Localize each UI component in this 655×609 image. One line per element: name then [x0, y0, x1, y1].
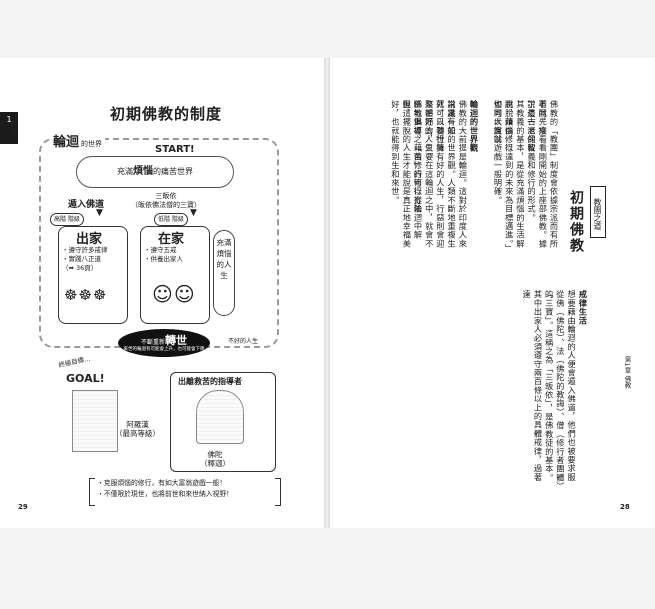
- chapter-tab: 1: [0, 112, 18, 144]
- down-arrow-icon: ▼: [96, 208, 103, 218]
- lay-box: [140, 226, 210, 324]
- arhat-illustration: [72, 390, 118, 452]
- lay-rule: ・遵守五戒: [144, 246, 177, 254]
- body-text-column: 輪迴的世界觀: [469, 100, 479, 153]
- body-text-column: 佛教倡導，藉由修行可以從輪迴中解脫，: [401, 100, 423, 240]
- monks-illustration: ☸☸☸: [64, 286, 108, 304]
- summary-box: ・克服煩惱的修行，有如大富翁遊戲一般！ ・不僅限於現世，也將前世和來世納入視野！: [89, 478, 281, 506]
- body-text-column: 佛教的大前提是輪迴。這對於印度人來說是有如: [446, 100, 468, 248]
- left-page-number: 29: [18, 503, 28, 511]
- samsara-label-main: 輪迴: [53, 135, 80, 150]
- low-rank-tag: 低階 階級: [154, 213, 188, 226]
- body-text-column: 「三寶」。這稱之為「三皈依」，是佛教徒的基本。: [544, 290, 555, 482]
- body-text-column: 如同大富翁遊戲一般明確。: [493, 100, 503, 205]
- three-refuge-line2: （皈依佛法僧的三寶）: [131, 201, 201, 209]
- buddha-sub: （釋迦）: [200, 459, 230, 468]
- cloud-text-bold: 煩惱: [133, 166, 153, 177]
- teacher-title: 出離救苦的指導者: [178, 377, 242, 386]
- suffering-cloud: 充滿煩惱的痛苦世界: [76, 156, 234, 188]
- three-refuge-label: 三皈依 （皈依佛法僧的三寶）: [131, 192, 201, 210]
- monastic-rule: （➡ 36頁）: [62, 264, 98, 272]
- monastic-rules: ・遵守許多戒律 ・實踐八正道 （➡ 36頁）: [62, 246, 108, 273]
- body-text-column: 了最古老的教義和修行的形式。: [526, 100, 537, 222]
- enter-path-label: 遁入佛道: [68, 200, 105, 210]
- monastic-rule: ・實踐八正道: [62, 255, 101, 263]
- body-text-column: 想要藉由輪迴的人便會遁入佛道，他們也被要求服: [566, 290, 577, 482]
- rebirth-note: 來世的輪迴有可能會上升，也可能會下降: [123, 347, 205, 352]
- lay-title: 在家: [158, 232, 185, 247]
- down-arrow-icon: ▼: [190, 208, 197, 218]
- chapter-label: 第1章 佛教: [623, 356, 631, 389]
- arhat-name: 阿羅漢: [126, 420, 149, 429]
- chapter-tab-label: 佛教: [10, 120, 17, 136]
- monastic-title: 出家: [76, 232, 103, 247]
- arhat-sub: （最高等級）: [115, 429, 160, 438]
- samsara-label-small: 的世界: [81, 140, 103, 148]
- troubled-life-pill: 充滿煩惱的人生: [213, 230, 235, 316]
- section-box: 教團之道: [590, 186, 606, 238]
- not-good-life-label: 不好的人生: [228, 338, 259, 345]
- buddha-name: 佛陀: [207, 450, 223, 459]
- body-text-column: 從佛（佛陀）、法（佛陀的教誨）、僧（修行者團體）的: [543, 290, 566, 487]
- chapter-tab-number: 1: [6, 115, 12, 124]
- body-text-column: 跳脫煩惱，以達到的未來為目標邁進。」也可以說就: [492, 100, 515, 249]
- samsara-label: 輪迴的世界: [50, 131, 106, 150]
- body-text-column: 其中出家人必須遵守兩百條以上的具體戒律，過著遠: [521, 290, 543, 482]
- three-refuge-line1: 三皈依: [155, 192, 177, 200]
- body-text-column: 整體而言，只要在這輪迴之中，就會不斷地重複之「苦」的修行方法。: [412, 100, 435, 248]
- summary-line: ・不僅限於現世，也將前世和來世納入視野！: [97, 490, 233, 498]
- body-text-column: 佛教的「教團」制度會依據宗派而有所不同，接: [537, 100, 559, 248]
- summary-line: ・克服煩惱的修行，有如大富翁遊戲一般！: [97, 479, 227, 487]
- goal-label: GOAL!: [66, 372, 105, 385]
- right-page: [330, 58, 655, 528]
- body-text-column: 常識一般的世界觀。人類不斷地重複生死，只要行善: [435, 100, 457, 248]
- body-text-column: 戒律生活: [577, 290, 588, 325]
- monastic-box: [58, 226, 128, 324]
- body-text-column: [588, 290, 599, 490]
- start-label: START!: [155, 144, 195, 155]
- section-title: 初期佛教: [568, 190, 584, 254]
- rebirth-big: 轉世: [165, 334, 187, 347]
- lay-rules: ・遵守五戒 ・供養出家人: [144, 246, 183, 264]
- body-text-column: 其教義的基本，是從充滿煩惱的生活解脫，藉由修行: [503, 100, 526, 248]
- lay-rule: ・供養出家人: [144, 255, 183, 263]
- cloud-text-post: 的痛苦世界: [153, 167, 193, 176]
- lay-people-illustration: ☺☺: [152, 282, 196, 306]
- right-page-number: 28: [620, 503, 630, 511]
- buddha-illustration: [196, 390, 244, 444]
- buddha-caption: 佛陀 （釋迦）: [200, 450, 230, 468]
- arhat-caption: 阿羅漢 （最高等級）: [115, 420, 160, 438]
- cloud-text-pre: 充滿: [117, 167, 133, 176]
- rebirth-small: 不斷重新: [140, 339, 165, 346]
- body-text-column: 著就先來看看剛開始的上座部佛教。據說這一派保留: [526, 100, 548, 248]
- monastic-rule: ・遵守許多戒律: [62, 246, 108, 254]
- book-gutter: [324, 58, 330, 528]
- teacher-box: [170, 372, 276, 472]
- diagram-title: 初期佛教的制度: [110, 105, 223, 123]
- rebirth-oval: 不斷重新轉世 來世的輪迴有可能會上升，也可能會下降: [118, 329, 210, 357]
- rebirth-label: 不斷重新轉世: [118, 332, 210, 348]
- high-rank-tag: 高階 階級: [50, 213, 84, 226]
- body-text-column: 但這擺脫的人生才能說是真正地幸福美好，也就能得到生和來世。: [390, 100, 412, 248]
- body-text-column: 就可以轉世擁有好的人生，行惡則會迎來不好的人生。: [423, 100, 446, 248]
